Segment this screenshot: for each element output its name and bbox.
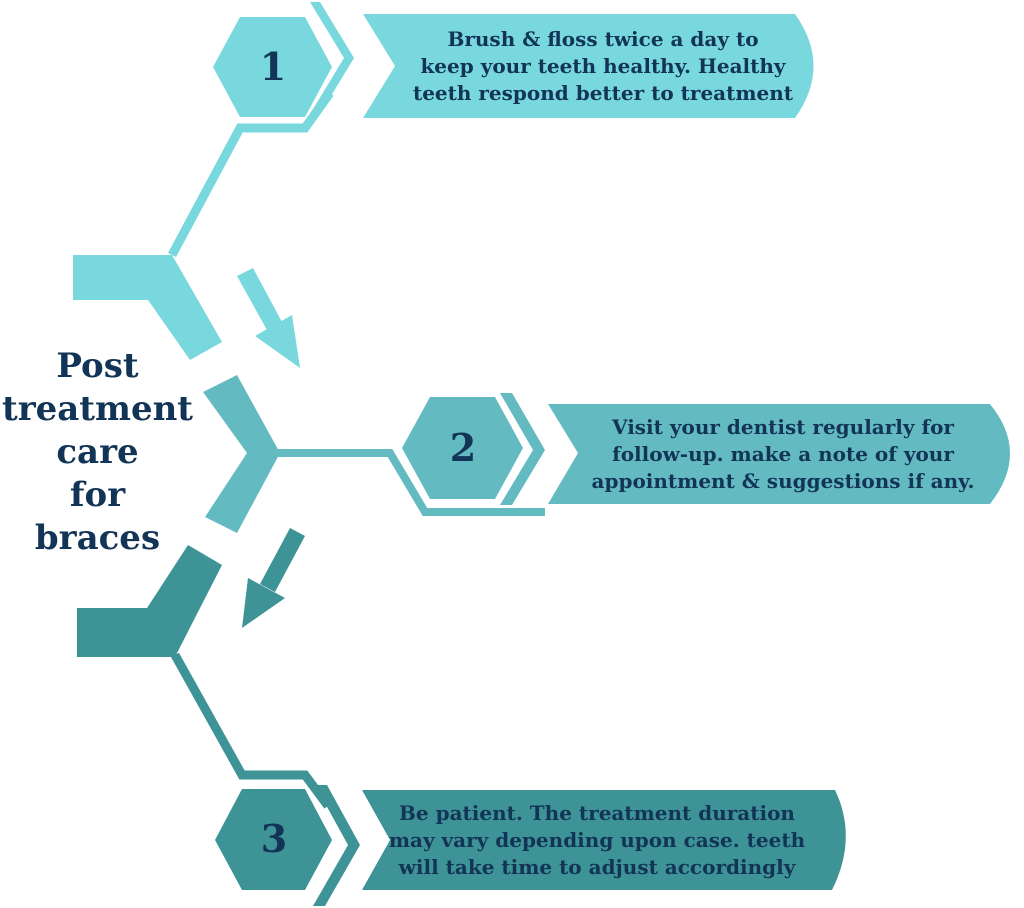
title-line: braces <box>34 518 161 558</box>
step-1-junction <box>73 255 222 360</box>
step-3-junction <box>77 545 222 657</box>
step-2-text-line: appointment & suggestions if any. <box>591 468 975 493</box>
step-3-text-line: will take time to adjust accordingly <box>398 854 796 879</box>
step-1-graphics <box>73 2 814 368</box>
title-line: Post <box>56 346 139 386</box>
title-line: treatment <box>1 389 194 429</box>
diagram-title: Post treatment care for braces <box>0 345 195 560</box>
step-3-text: Be patient. The treatment duration may v… <box>352 790 842 890</box>
step-2-text-line: follow-up. make a note of your <box>612 441 954 466</box>
step-1-hexagon <box>213 17 332 117</box>
down-right-arrow-icon <box>237 268 300 368</box>
step-3-hexagon <box>215 789 332 890</box>
down-left-arrow-icon <box>242 528 305 628</box>
step-2-text-line: Visit your dentist regularly for <box>612 414 954 439</box>
step-3-number: 3 <box>260 816 288 861</box>
step-1-number: 1 <box>259 44 287 89</box>
title-line: care <box>56 432 139 472</box>
step-3-text-line: Be patient. The treatment duration <box>399 800 795 825</box>
step-1-banner <box>363 14 814 118</box>
step-2-text: Visit your dentist regularly for follow-… <box>548 404 1018 504</box>
step-1-connector <box>168 90 334 258</box>
step-1-text-line: keep your teeth healthy. Healthy <box>420 53 786 78</box>
step-2-chevron <box>500 393 545 505</box>
title-line: for <box>69 475 126 515</box>
step-3-chevron <box>313 785 360 906</box>
step-1-chevron <box>310 2 354 114</box>
step-2-graphics <box>203 375 1010 628</box>
step-1-text-line: Brush & floss twice a day to <box>447 26 759 51</box>
step-3-text-line: may vary depending upon case. teeth <box>388 827 806 852</box>
step-3-connector <box>171 652 332 809</box>
step-2-number: 2 <box>449 425 477 470</box>
step-1-text-line: teeth respond better to treatment <box>412 80 794 105</box>
step-2-connector <box>270 449 545 516</box>
step-1-text: Brush & floss twice a day to keep your t… <box>368 14 838 118</box>
step-3-banner <box>362 790 846 890</box>
step-3-graphics <box>77 545 846 906</box>
step-2-banner <box>548 404 1010 504</box>
step-2-chevron-bracket <box>203 375 280 533</box>
step-2-hexagon <box>402 397 523 499</box>
